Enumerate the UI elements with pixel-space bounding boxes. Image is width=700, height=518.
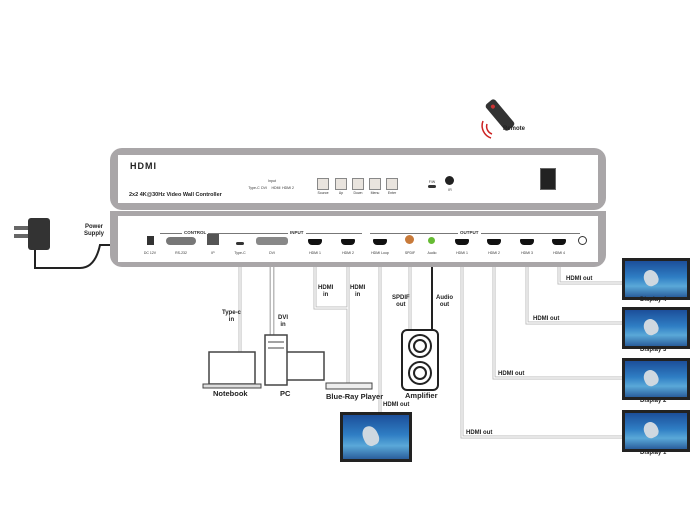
- device-title: 2x2 4K@30Hz Video Wall Controller: [129, 192, 222, 198]
- display-2: [622, 358, 690, 400]
- port-label: Type-C: [234, 251, 246, 255]
- hdmi-out-label: HDMI out: [466, 430, 493, 436]
- port-label: HDMI 4: [553, 251, 565, 255]
- hdmi-in2-port[interactable]: [341, 239, 355, 245]
- audio-port[interactable]: [428, 237, 435, 244]
- dc-port[interactable]: [147, 236, 154, 245]
- indicator-hdmi: HDMI: [271, 186, 281, 190]
- amplifier-icon: [401, 329, 439, 391]
- enter-label: Enter: [387, 191, 397, 195]
- spdif-out-label: SPDIF out: [392, 295, 410, 308]
- power-supply-label: Power Supply: [84, 224, 105, 237]
- fw-label: F/W: [428, 180, 436, 184]
- hdmi-out1-port[interactable]: [455, 239, 469, 245]
- pc-label: PC: [280, 389, 291, 398]
- port-label: HDMI 1: [456, 251, 468, 255]
- down-button[interactable]: [352, 178, 364, 190]
- port-label: Audio: [427, 251, 437, 255]
- ir-signal-icon: [481, 120, 493, 139]
- hdmi-out3-port[interactable]: [520, 239, 534, 245]
- rs232-port[interactable]: [166, 237, 196, 245]
- indicator-dvi: DVI: [261, 186, 267, 190]
- notebook-icon: [202, 351, 262, 389]
- port-label: HDMI 2: [488, 251, 500, 255]
- up-button[interactable]: [335, 178, 347, 190]
- hdmi-out-label: HDMI out: [533, 316, 560, 322]
- cable-power: [34, 244, 120, 269]
- display-1: [622, 410, 690, 452]
- output-section-label: OUTPUT: [458, 230, 481, 235]
- hdmi-out-label: HDMI out: [383, 402, 410, 408]
- display-3-label: Display 3: [640, 347, 667, 353]
- pc-icon: [264, 334, 325, 386]
- hdmi-in1-port[interactable]: [308, 239, 322, 245]
- source-label: Source: [317, 191, 329, 195]
- hdmi-out-label: HDMI out: [566, 276, 593, 282]
- source-button[interactable]: [317, 178, 329, 190]
- typec-in-label: Type-c in: [222, 310, 241, 323]
- port-label: HDMI 2: [342, 251, 354, 255]
- port-label: HDMI 3: [521, 251, 533, 255]
- bluray-icon: [325, 382, 373, 390]
- indicator-typec: Type-C: [248, 186, 260, 190]
- dvi-in-label: DVI in: [278, 315, 289, 328]
- cable-out1: [460, 262, 622, 439]
- remote-label: Remote: [503, 126, 526, 132]
- cable-out3: [525, 262, 622, 325]
- port-label: IP: [211, 251, 215, 255]
- menu-label: Menu: [370, 191, 380, 195]
- port-label: RS-232: [175, 251, 187, 255]
- hdmi-in-label: HDMI in: [318, 285, 334, 298]
- input-section-label: INPUT: [288, 230, 306, 235]
- display-2-label: Display 2: [640, 398, 667, 404]
- hdmi-out-label: HDMI out: [498, 371, 525, 377]
- dvi-port[interactable]: [256, 237, 288, 245]
- remote-icon: [485, 99, 515, 131]
- port-label: SPDIF: [404, 251, 416, 255]
- hdmi-in-label: HDMI in: [350, 285, 366, 298]
- notebook-label: Notebook: [213, 389, 248, 398]
- control-section-label: CONTROL: [182, 230, 209, 235]
- bluray-label: Blue-Ray Player: [326, 392, 384, 401]
- typec-port[interactable]: [236, 242, 244, 245]
- ir-sensor-icon: [445, 176, 454, 185]
- ground-icon: [578, 236, 587, 245]
- power-switch[interactable]: [540, 168, 556, 190]
- amplifier-label: Amplifier: [405, 391, 438, 400]
- enter-button[interactable]: [386, 178, 398, 190]
- hdmi-out4-port[interactable]: [552, 239, 566, 245]
- indicator-hdmi2: HDMI 2: [282, 186, 294, 190]
- spdif-port[interactable]: [405, 235, 414, 244]
- hdmi-loop-port[interactable]: [373, 239, 387, 245]
- down-label: Down: [353, 191, 363, 195]
- port-label: DC 12V: [143, 251, 157, 255]
- port-label: DVI: [269, 251, 275, 255]
- fw-port-icon: [428, 185, 436, 188]
- audio-out-label: Audio out: [436, 295, 453, 308]
- port-label: HDMI Loop: [371, 251, 389, 255]
- display-1-label: Display 1: [640, 450, 667, 456]
- display-4-label: Display 4: [640, 297, 667, 303]
- up-label: Up: [338, 191, 344, 195]
- ip-port[interactable]: [207, 234, 219, 245]
- hdmi-logo: HDMI: [130, 161, 157, 171]
- display-3: [622, 307, 690, 349]
- display-4: [622, 258, 690, 300]
- hdmi-out2-port[interactable]: [487, 239, 501, 245]
- port-label: HDMI 1: [309, 251, 321, 255]
- menu-button[interactable]: [369, 178, 381, 190]
- ir-label: IR: [448, 188, 452, 192]
- indicator-header: Input: [268, 179, 276, 183]
- power-adapter-icon: [14, 218, 50, 250]
- loop-monitor: [340, 412, 412, 462]
